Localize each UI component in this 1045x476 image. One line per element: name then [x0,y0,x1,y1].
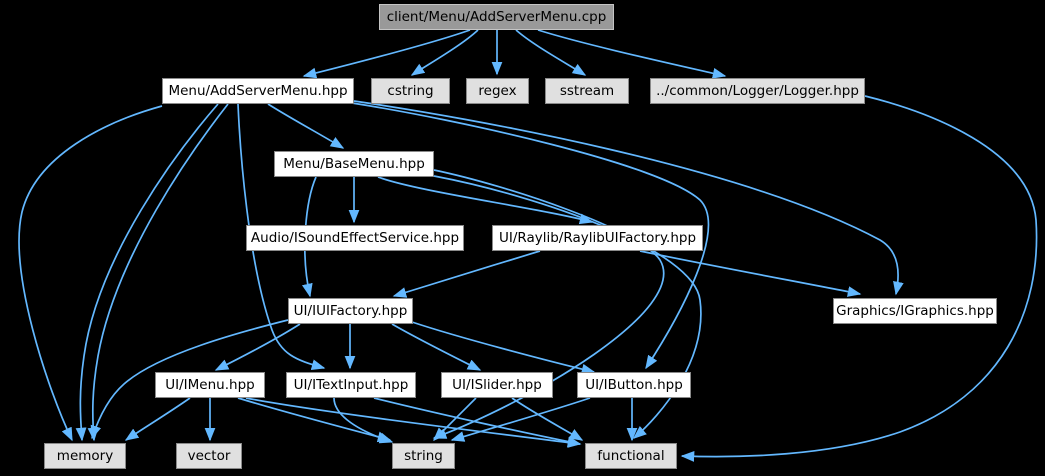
graph-node-regex[interactable]: regex [466,78,529,104]
graph-node-label: UI/IUIFactory.hpp [293,303,408,319]
graph-node-raylibui[interactable]: UI/Raylib/RaylibUIFactory.hpp [492,225,703,251]
graph-node-imenu[interactable]: UI/IMenu.hpp [155,372,265,398]
edge-logger-to-functional [680,95,1038,462]
graph-node-label: string [404,448,443,464]
graph-node-islider[interactable]: UI/ISlider.hpp [441,372,553,398]
edge-addserver-to-ibutton [351,102,710,370]
edge-raylibui-to-iuifactory [392,250,541,298]
edge-imenu-to-functional [245,397,582,448]
edge-iuifactory-to-islider [391,323,482,371]
edge-basemenu-to-raylibui [377,176,594,225]
edge-basemenu-to-functional [433,175,702,439]
graph-node-cstring[interactable]: cstring [371,78,450,104]
edge-iuifactory-to-ibutton [411,321,596,375]
graph-node-label: vector [187,448,231,464]
graph-node-itextinput[interactable]: UI/ITextInput.hpp [286,372,416,398]
edge-raylibui-to-igraphics [639,250,862,297]
edge-addserver-to-itextinput [237,103,326,370]
graph-node-label: cstring [387,83,434,99]
graph-node-string[interactable]: string [392,443,455,469]
edge-islider-to-functional [511,397,584,441]
graph-node-isound[interactable]: Audio/ISoundEffectService.hpp [246,225,464,251]
graph-node-label: UI/IMenu.hpp [165,377,255,393]
graph-node-label: Audio/ISoundEffectService.hpp [250,230,460,246]
edge-root-to-sstream [515,29,587,76]
edge-root-to-logger [537,29,727,79]
graph-node-label: regex [478,83,517,99]
edge-addserver-to-memory [87,103,229,442]
graph-node-label: memory [56,448,114,464]
graph-node-iuifactory[interactable]: UI/IUIFactory.hpp [288,298,413,324]
graph-node-label: UI/Raylib/RaylibUIFactory.hpp [498,230,697,246]
graph-node-label: Menu/AddServerMenu.hpp [168,83,348,99]
edge-iuifactory-to-imenu [214,323,301,371]
edge-root-to-addserver [302,29,471,79]
edge-islider-to-string [433,397,477,441]
edge-addserver-to-memory [75,103,219,442]
graph-node-label: sstream [559,83,615,99]
graph-node-label: ../common/Logger/Logger.hpp [656,83,859,99]
graph-node-basemenu[interactable]: Menu/BaseMenu.hpp [274,151,434,177]
graph-node-sstream[interactable]: sstream [545,78,629,104]
graph-node-logger[interactable]: ../common/Logger/Logger.hpp [650,78,865,104]
graph-node-igraphics[interactable]: Graphics/IGraphics.hpp [833,298,997,324]
graph-node-label: UI/IButton.hpp [585,377,683,393]
edge-ibutton-to-string [450,397,591,442]
graph-node-label: Graphics/IGraphics.hpp [836,303,994,319]
graph-node-label: UI/ITextInput.hpp [293,377,409,393]
graph-node-addserver[interactable]: Menu/AddServerMenu.hpp [162,78,354,104]
graph-node-ibutton[interactable]: UI/IButton.hpp [577,372,691,398]
edge-itextinput-to-string [333,397,394,444]
graph-node-label: Menu/BaseMenu.hpp [283,156,425,172]
graph-node-label: functional [597,448,665,464]
graph-node-label: UI/ISlider.hpp [452,377,542,393]
edge-imenu-to-memory [124,397,191,441]
graph-node-root[interactable]: client/Menu/AddServerMenu.cpp [379,4,614,30]
edge-addserver-to-memory [18,105,163,442]
edge-root-to-cstring [410,29,479,76]
edge-iuifactory-to-memory [90,319,289,440]
edge-addserver-to-igraphics [353,100,904,296]
edge-addserver-to-basemenu [267,103,345,149]
graph-node-functional[interactable]: functional [585,443,677,469]
edge-itextinput-to-functional [373,397,582,447]
graph-node-vector[interactable]: vector [176,443,242,469]
graph-node-label: client/Menu/AddServerMenu.cpp [386,9,607,25]
edge-imenu-to-string [237,397,392,443]
graph-node-memory[interactable]: memory [44,443,126,469]
